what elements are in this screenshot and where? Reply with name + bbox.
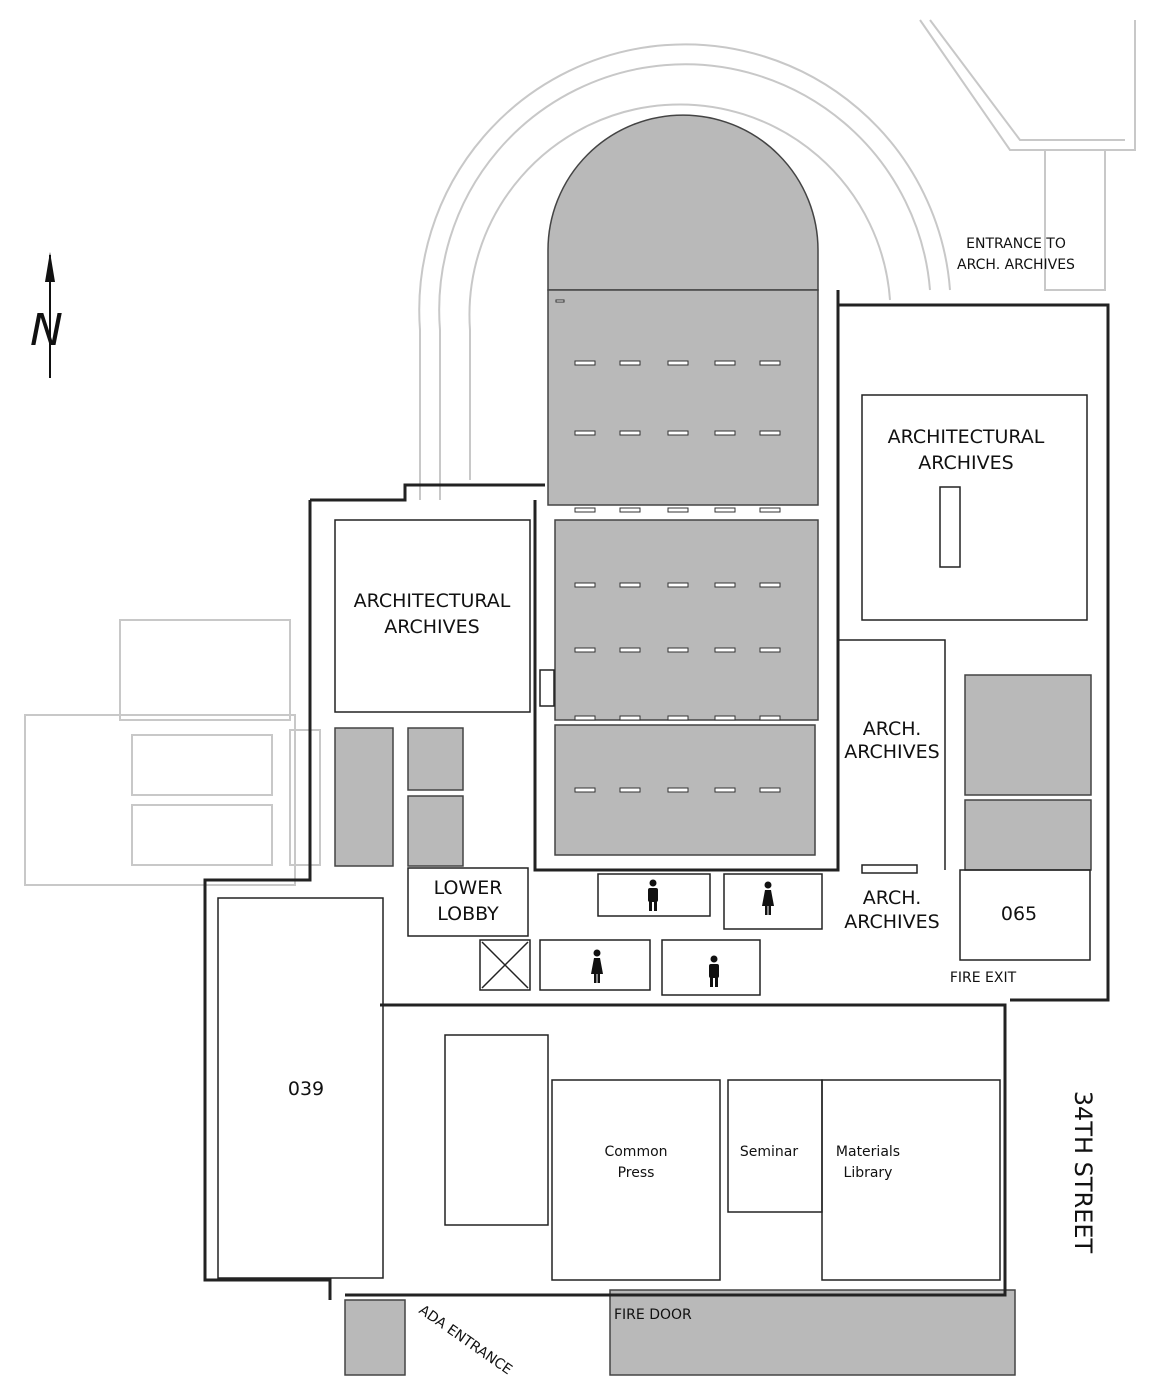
shelf-slot (667, 430, 689, 436)
shelf-slot (619, 715, 641, 721)
shelf-slot (714, 430, 736, 436)
shelf-slot (619, 360, 641, 366)
stack-shelving (574, 360, 781, 793)
man-restroom-icon (709, 955, 719, 987)
shelf-slot (759, 647, 781, 653)
shelf-slot (714, 787, 736, 793)
woman-restroom-icon (762, 881, 774, 915)
lower-lobby-label-line1: LOWER (434, 877, 503, 899)
central-stacks (547, 114, 819, 856)
shelf-slot (619, 507, 641, 513)
shelf-slot (759, 360, 781, 366)
shelf-slot (574, 430, 596, 436)
shelf-slot (714, 582, 736, 588)
arch-low-label-line1: ARCH. (863, 887, 922, 909)
materials-library-label-line2: Library (844, 1165, 893, 1181)
arch-mid-label-line1: ARCH. (863, 718, 922, 740)
shelf-slot (667, 360, 689, 366)
street-label: 34TH STREET (1069, 1091, 1097, 1254)
seminar-label: Seminar (740, 1144, 798, 1160)
shelf-slot (759, 430, 781, 436)
man-restroom-icon (648, 879, 658, 911)
shelf-slot (574, 787, 596, 793)
lower-lobby-label-line2: LOBBY (437, 903, 499, 925)
shelf-slot (759, 715, 781, 721)
shelf-slot (619, 582, 641, 588)
north-arrow-letter: N (30, 305, 63, 356)
shelf-slot (714, 507, 736, 513)
fire-exit-label: FIRE EXIT (950, 970, 1017, 986)
shelf-slot (574, 360, 596, 366)
shelf-slot (667, 715, 689, 721)
building-walls (203, 290, 1110, 1300)
shelf-slot (759, 787, 781, 793)
shelf-slot (574, 647, 596, 653)
arch-west-label-line2: ARCHIVES (384, 616, 479, 638)
shelf-slot (574, 582, 596, 588)
shelf-slot (574, 715, 596, 721)
fire-door-label: FIRE DOOR (614, 1307, 692, 1323)
restroom-icons (591, 879, 774, 987)
shelf-slot (574, 507, 596, 513)
shaded-rooms (334, 674, 1092, 1376)
shelf-slot (619, 787, 641, 793)
ada-entrance-label: ADA ENTRANCE (416, 1302, 515, 1378)
room-039-label: 039 (288, 1078, 324, 1100)
shelf-slot (714, 647, 736, 653)
shelf-slot (619, 647, 641, 653)
common-press-label-line1: Common (604, 1144, 667, 1160)
shelf-slot (759, 507, 781, 513)
shelf-slot (667, 787, 689, 793)
shelf-slot (667, 582, 689, 588)
shelf-slot (667, 507, 689, 513)
shelf-slot (667, 647, 689, 653)
shelf-slot (714, 715, 736, 721)
ghost-structures (24, 19, 1136, 886)
shelf-slot (759, 582, 781, 588)
arch-east-label-line2: ARCHIVES (918, 452, 1013, 474)
north-arrow: N (30, 252, 63, 378)
arch-low-label-line2: ARCHIVES (844, 911, 939, 933)
shelf-slot (619, 430, 641, 436)
entrance-label-line2: ARCH. ARCHIVES (957, 257, 1075, 273)
arch-mid-label-line2: ARCHIVES (844, 741, 939, 763)
arch-west-label-line1: ARCHITECTURAL (354, 590, 511, 612)
room-065-label: 065 (1001, 903, 1037, 925)
woman-restroom-icon (591, 949, 603, 983)
entrance-label-line1: ENTRANCE TO (966, 236, 1066, 252)
shelf-slot (714, 360, 736, 366)
arch-east-label-line1: ARCHITECTURAL (888, 426, 1045, 448)
common-press-label-line2: Press (618, 1165, 655, 1181)
materials-library-label-line1: Materials (836, 1144, 900, 1160)
